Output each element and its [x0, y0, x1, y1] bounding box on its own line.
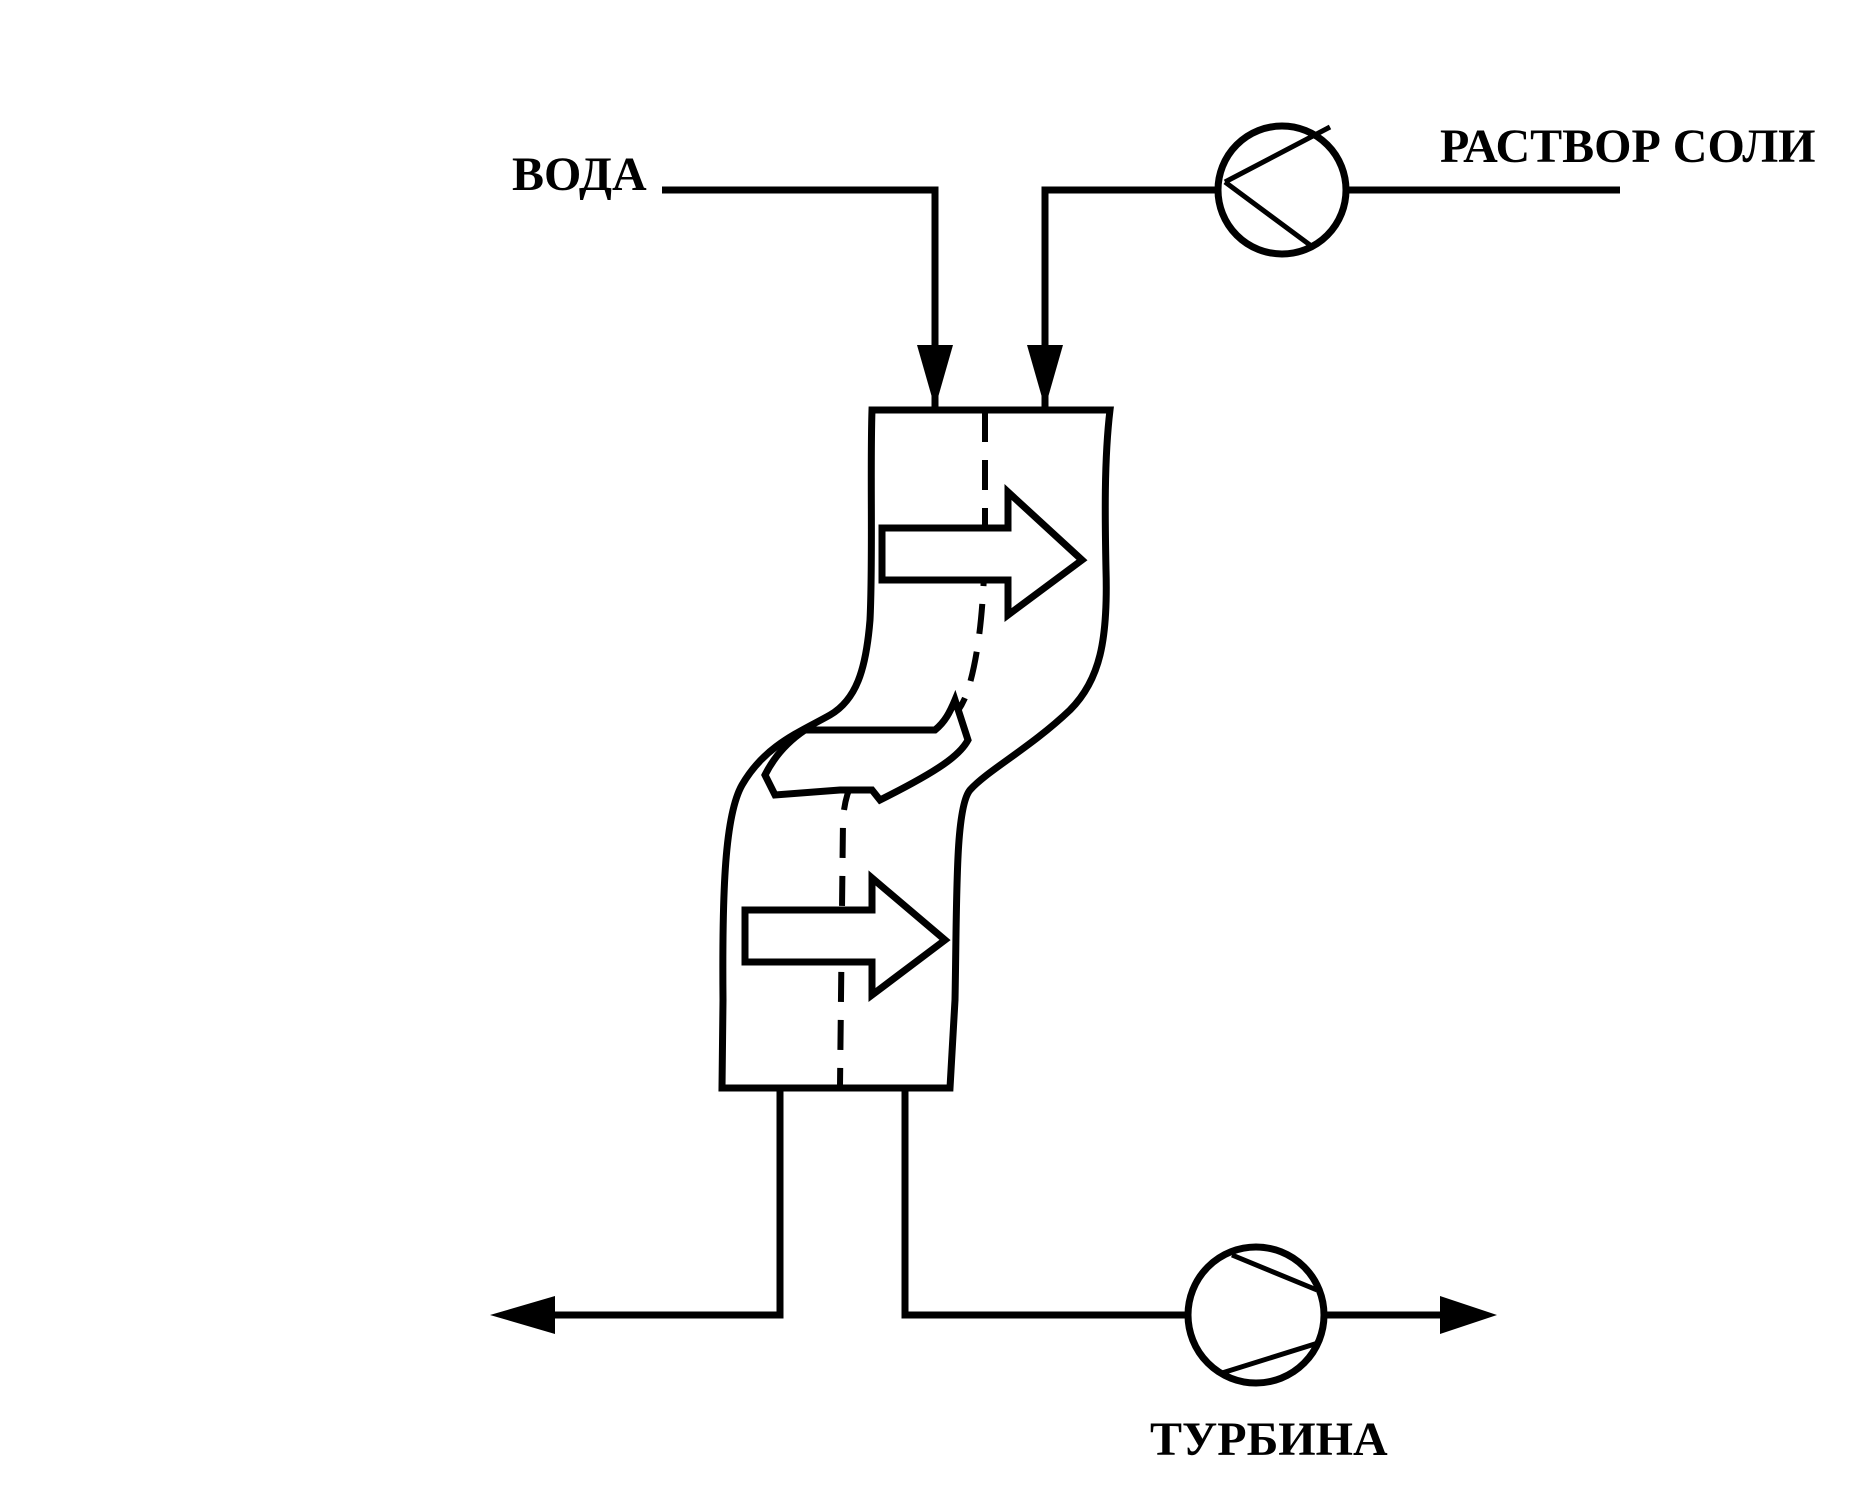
flow-arrow-icon: [741, 870, 951, 1003]
membrane-vessel: [718, 406, 1114, 1092]
left-outlet-pipe: [490, 1088, 784, 1334]
water-inlet-arrowhead: [917, 345, 953, 408]
turbine-label: ТУРБИНА: [1150, 1413, 1388, 1466]
water-label: ВОДА: [512, 148, 647, 201]
osmosis-flow-arrows: [741, 484, 1088, 1003]
left-outlet-arrowhead: [490, 1296, 555, 1334]
flow-arrow-icon: [878, 484, 1088, 622]
membrane-line: [837, 412, 988, 1087]
salt-solution-label: РАСТВОР СОЛИ: [1440, 120, 1816, 173]
right-outlet-arrowhead: [1440, 1296, 1497, 1334]
salt-solution-inlet-pipe: [1027, 186, 1620, 408]
water-inlet-pipe: [662, 186, 953, 408]
right-outlet-pipe: [901, 1088, 1497, 1334]
turbine-icon: [1184, 1243, 1328, 1387]
pump-icon: [1214, 122, 1350, 258]
flow-arrow-icon: [761, 689, 972, 805]
salt-inlet-arrowhead: [1027, 345, 1063, 408]
